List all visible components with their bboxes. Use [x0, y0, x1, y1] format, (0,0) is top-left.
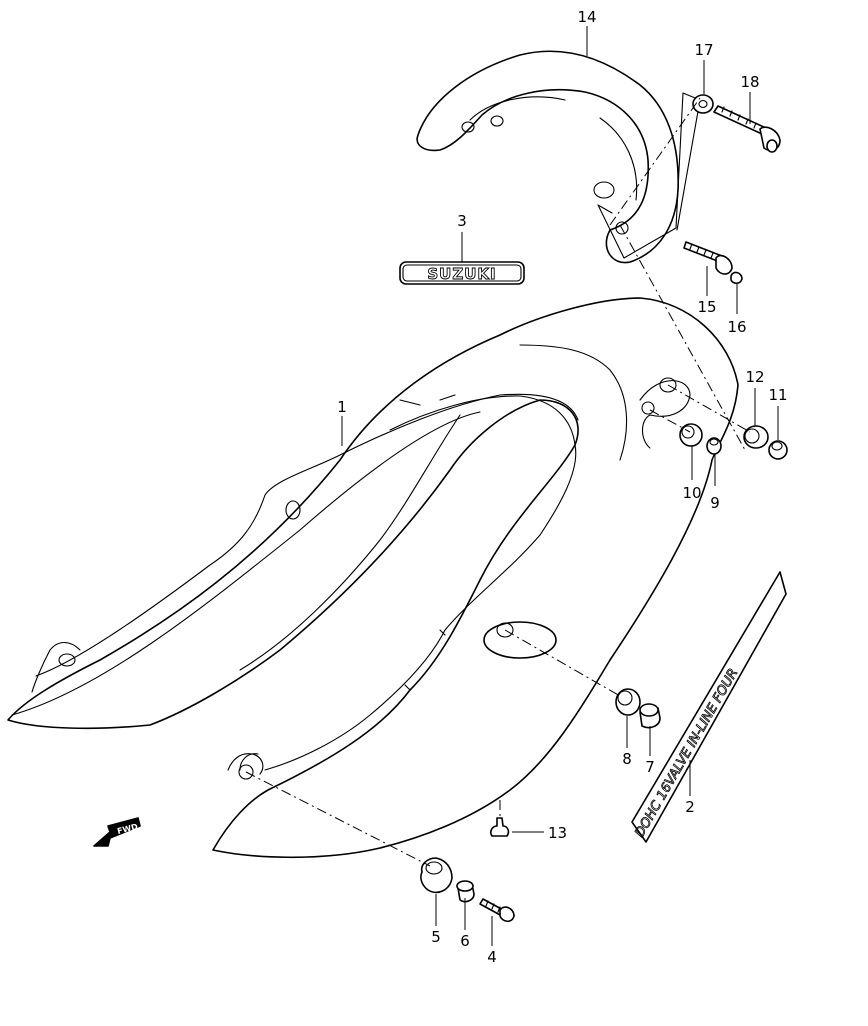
- seat-tail-cover-part: [7, 297, 739, 859]
- callout-label: 5: [431, 928, 441, 946]
- callout-5: 5: [431, 894, 441, 946]
- push-clip-part: [490, 817, 510, 837]
- callout-label: 4: [487, 948, 497, 966]
- callout-label: 14: [577, 8, 596, 26]
- callout-label: 17: [694, 41, 713, 59]
- callout-15: 15: [697, 266, 717, 316]
- callout-label: 3: [457, 212, 467, 230]
- callout-label: 7: [645, 758, 655, 776]
- callout-4: 4: [487, 916, 497, 966]
- callout-9: 9: [710, 454, 720, 512]
- callout-label: 18: [740, 73, 759, 91]
- callout-12: 12: [745, 368, 765, 426]
- callout-2: 2: [685, 760, 695, 816]
- callout-8: 8: [622, 716, 632, 768]
- grab-handle-bolt-short-part: [683, 241, 733, 275]
- callout-label: 1: [337, 398, 347, 416]
- grommet-front-part: [420, 857, 453, 894]
- callout-7: 7: [645, 726, 655, 776]
- callout-label: 6: [460, 932, 470, 950]
- suzuki-emblem-part: SUZUKI: [399, 261, 525, 285]
- callout-label: 12: [745, 368, 764, 386]
- callout-label: 8: [622, 750, 632, 768]
- washer-part: [692, 94, 714, 114]
- callout-14: 14: [577, 8, 597, 56]
- callout-10: 10: [682, 446, 702, 502]
- grab-handle-part: [416, 50, 701, 264]
- assembly-lines: [245, 97, 751, 867]
- callout-label: 15: [697, 298, 716, 316]
- collar-front-part: [456, 880, 475, 903]
- callout-16: 16: [727, 284, 747, 336]
- callout-17: 17: [694, 41, 714, 94]
- collar-upper-part: [768, 440, 788, 460]
- grommet-upper-part: [743, 425, 769, 449]
- grab-handle-bolt-long-part: [713, 105, 781, 153]
- collar-lower-part: [639, 703, 661, 729]
- grommet-middle-part: [679, 423, 703, 447]
- callout-6: 6: [460, 898, 470, 950]
- callout-13: 13: [512, 824, 567, 842]
- fwd-arrow-icon: FWD: [93, 817, 141, 847]
- callout-label: 9: [710, 494, 720, 512]
- callout-1: 1: [337, 398, 347, 446]
- callout-label: 10: [682, 484, 701, 502]
- tail-cover-bolt-part: [479, 898, 515, 923]
- callout-18: 18: [740, 73, 760, 124]
- grommet-lower-part: [615, 688, 641, 716]
- callout-11: 11: [768, 386, 788, 440]
- callout-label: 13: [548, 824, 567, 842]
- suzuki-emblem-text: SUZUKI: [427, 265, 496, 283]
- callout-3: 3: [457, 212, 467, 262]
- callout-label: 2: [685, 798, 695, 816]
- callout-label: 16: [727, 318, 746, 336]
- callout-label: 11: [768, 386, 787, 404]
- collar-middle-part: [706, 437, 722, 455]
- bolt-cap-part: [730, 271, 743, 285]
